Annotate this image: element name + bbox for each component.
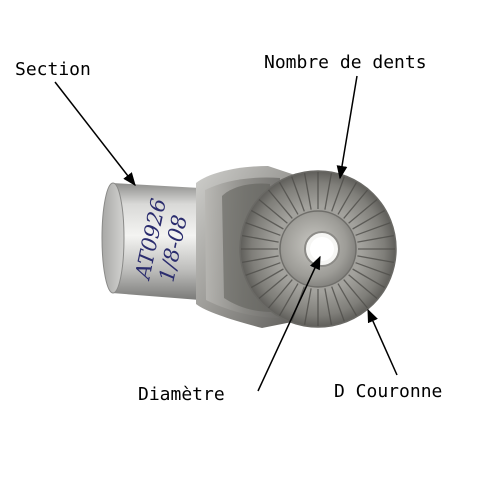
- gear-tooth: [343, 189, 368, 219]
- arrow-crown: [367, 308, 398, 376]
- leader-arrows: [54, 75, 398, 392]
- gear-tooth: [348, 199, 378, 224]
- gear-tooth: [245, 262, 281, 276]
- gear-tooth: [245, 222, 281, 236]
- section-label: Section: [15, 59, 91, 80]
- arrow-section: [54, 81, 136, 187]
- gear-tooth: [337, 181, 358, 215]
- teeth-count-label: Nombre de dents: [264, 52, 427, 73]
- gear-tooth: [337, 283, 358, 317]
- gear-tooth: [343, 279, 368, 309]
- gear-tooth: [331, 176, 345, 212]
- gear-tooth: [355, 222, 391, 236]
- gear-tooth: [250, 209, 284, 230]
- gear-tooth: [242, 234, 279, 243]
- gear-tooth: [258, 199, 288, 224]
- arrow-diameter: [257, 255, 321, 392]
- gear-tooth: [242, 255, 279, 264]
- gear-tooth: [258, 274, 288, 299]
- shaft: AT0926 1/8-08: [101, 182, 200, 300]
- gear-tooth: [357, 234, 394, 243]
- diameter-label: Diamètre: [138, 384, 225, 405]
- gear-tooth: [303, 173, 312, 210]
- gear-tooth: [324, 288, 333, 325]
- gear-tooth: [268, 189, 293, 219]
- gear-tooth: [291, 176, 305, 212]
- gear-tooth: [331, 286, 345, 322]
- gear-tooth: [303, 288, 312, 325]
- gear-tooth: [268, 279, 293, 309]
- crown-diameter-label: D Couronne: [334, 381, 443, 402]
- gear-tooth: [278, 181, 299, 215]
- gear-tooth: [278, 283, 299, 317]
- gear-tooth: [352, 209, 386, 230]
- gear-hub: [279, 210, 357, 288]
- gear-tooth: [348, 274, 378, 299]
- gear-tooth: [352, 268, 386, 289]
- gear-tooth: [357, 255, 394, 264]
- gear-tooth: [250, 268, 284, 289]
- gear-tooth: [355, 262, 391, 276]
- gear-tooth: [324, 173, 333, 210]
- arrow-teeth: [336, 75, 358, 180]
